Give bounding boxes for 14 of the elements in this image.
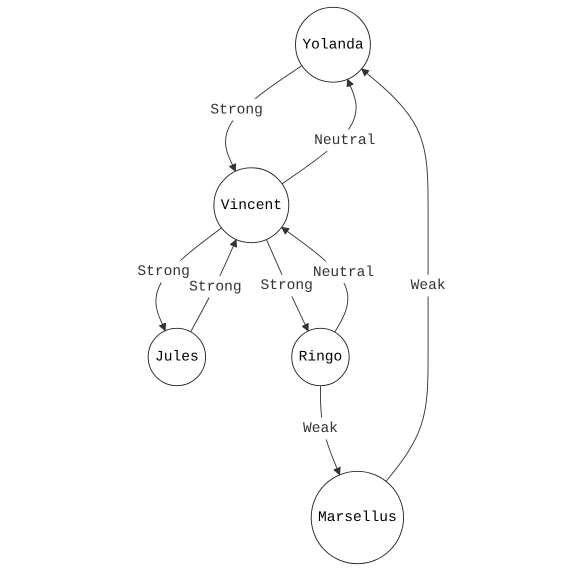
node-circle: Ringo <box>291 328 350 386</box>
edge-label: Neutral <box>314 132 376 148</box>
node-circle: Marsellus <box>310 470 404 564</box>
edge-label: Strong <box>137 263 190 280</box>
edge-label: Weak <box>410 277 446 294</box>
edge-label: Strong <box>189 278 242 295</box>
arrow <box>361 68 429 482</box>
edge-label: Strong <box>210 101 263 118</box>
node-circle: Vincent <box>213 167 290 244</box>
node-circle: Yolanda <box>295 6 371 83</box>
edge-label: Neutral <box>312 264 374 280</box>
edge-label: Weak <box>302 420 338 437</box>
node-circle: Jules <box>148 328 206 386</box>
edge-label: Strong <box>260 277 313 294</box>
